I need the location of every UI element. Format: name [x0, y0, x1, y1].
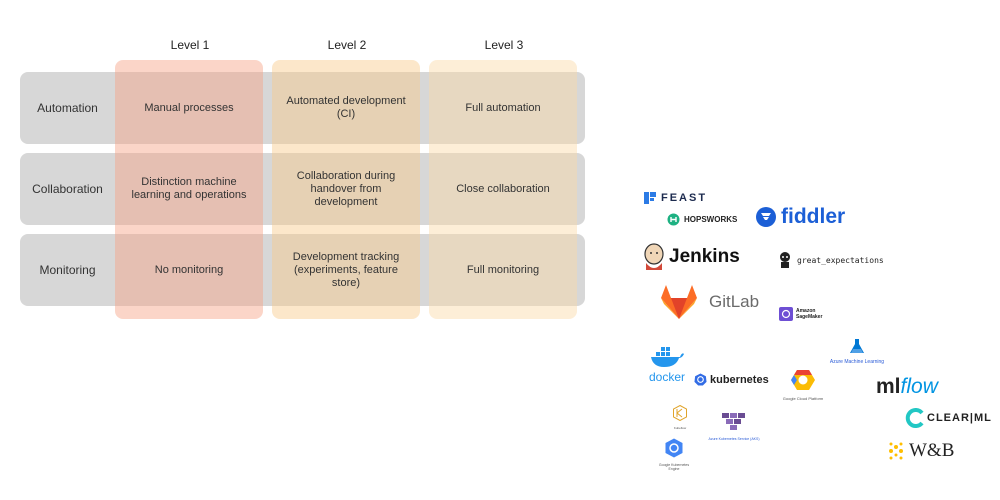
great-expectations-icon: [780, 252, 790, 268]
great-expectations-label: great_expectations: [797, 255, 884, 265]
cell-monitoring-level-3: Full monitoring: [466, 263, 540, 276]
kubeflow-icon: [673, 404, 687, 422]
cell-automation-level-1: Manual processes: [144, 101, 234, 114]
kubernetes-label: kubernetes: [710, 373, 769, 386]
row-label-automation: Automation: [37, 101, 98, 115]
wandb-logo: W&B: [888, 440, 954, 462]
clearml-label: CLEAR|ML: [927, 412, 992, 424]
gke-icon: [665, 438, 683, 458]
kubernetes-logo: kubernetes: [694, 373, 769, 386]
gcp-logo: Google Cloud Platform: [776, 369, 830, 401]
docker-label: docker: [648, 370, 686, 384]
fiddler-logo: fiddler: [755, 205, 845, 229]
kubernetes-icon: [694, 373, 707, 386]
kubeflow-label: Kubeflow: [673, 426, 687, 430]
clearml-logo: CLEAR|ML: [905, 408, 992, 428]
aks-label: Azure Kubernetes Service (AKS): [708, 437, 760, 441]
jenkins-icon: [644, 243, 664, 270]
fiddler-label: fiddler: [781, 205, 846, 228]
azure-ml-logo: Azure Machine Learning: [822, 338, 892, 365]
docker-icon: [651, 347, 684, 367]
row-label-monitoring: Monitoring: [39, 263, 96, 277]
aks-icon: [722, 413, 745, 430]
mlflow-ml-label: ml: [876, 375, 901, 398]
level-2-column: [272, 60, 420, 319]
cell-monitoring-level-2: Development tracking (experiments, featu…: [292, 250, 400, 289]
feast-label: FEAST: [661, 192, 708, 204]
clearml-icon: [905, 408, 924, 428]
docker-logo: docker: [647, 346, 687, 384]
row-monitoring-background: [20, 234, 585, 306]
cell-monitoring-level-1: No monitoring: [154, 263, 224, 276]
gitlab-label: GitLab: [709, 292, 760, 311]
gke-label: Google Kubernetes Engine: [658, 463, 690, 471]
feast-logo: FEAST: [643, 191, 707, 205]
hopsworks-logo: HOPSWORKS: [667, 213, 737, 226]
gcp-icon: [791, 370, 815, 390]
mlflow-flow-label: flow: [900, 375, 938, 398]
kubeflow-logo: Kubeflow: [668, 404, 692, 430]
cell-collaboration-level-3: Close collaboration: [456, 182, 550, 195]
great-expectations-logo: great_expectations: [777, 251, 884, 269]
mlflow-logo: ml flow: [876, 375, 938, 399]
level-1-header: Level 1: [170, 38, 210, 52]
level-1-column: [115, 60, 263, 319]
jenkins-label: Jenkins: [669, 246, 740, 267]
cell-collaboration-level-1: Distinction machine learning and operati…: [131, 176, 247, 201]
gcp-label: Google Cloud Platform: [782, 396, 824, 401]
sagemaker-label: Amazon SageMaker: [796, 308, 823, 320]
row-label-collaboration: Collaboration: [32, 182, 103, 196]
gke-logo: Google Kubernetes Engine: [654, 438, 694, 471]
fiddler-icon: [756, 207, 776, 227]
gitlab-icon: [661, 285, 697, 319]
azure-ml-icon: [850, 339, 864, 353]
level-2-header: Level 2: [327, 38, 367, 52]
gitlab-logo: GitLab: [659, 284, 759, 320]
hopsworks-icon: [667, 213, 680, 226]
row-collaboration-background: [20, 153, 585, 225]
azure-ml-label: Azure Machine Learning: [829, 359, 885, 365]
level-3-column: [429, 60, 577, 319]
sagemaker-icon: [779, 307, 793, 321]
sagemaker-logo: Amazon SageMaker: [779, 307, 822, 321]
wandb-label: W&B: [909, 440, 955, 461]
aks-logo: Azure Kubernetes Service (AKS): [697, 412, 771, 441]
feast-icon: [644, 192, 656, 204]
cell-automation-level-2: Automated development (CI): [286, 95, 406, 120]
hopsworks-label: HOPSWORKS: [684, 215, 738, 224]
cell-collaboration-level-2: Collaboration during handover from devel…: [296, 169, 396, 208]
level-3-header: Level 3: [484, 38, 524, 52]
cell-automation-level-3: Full automation: [465, 101, 541, 114]
row-automation-background: [20, 72, 585, 144]
wandb-icon: [889, 442, 903, 460]
jenkins-logo: Jenkins: [643, 243, 740, 271]
